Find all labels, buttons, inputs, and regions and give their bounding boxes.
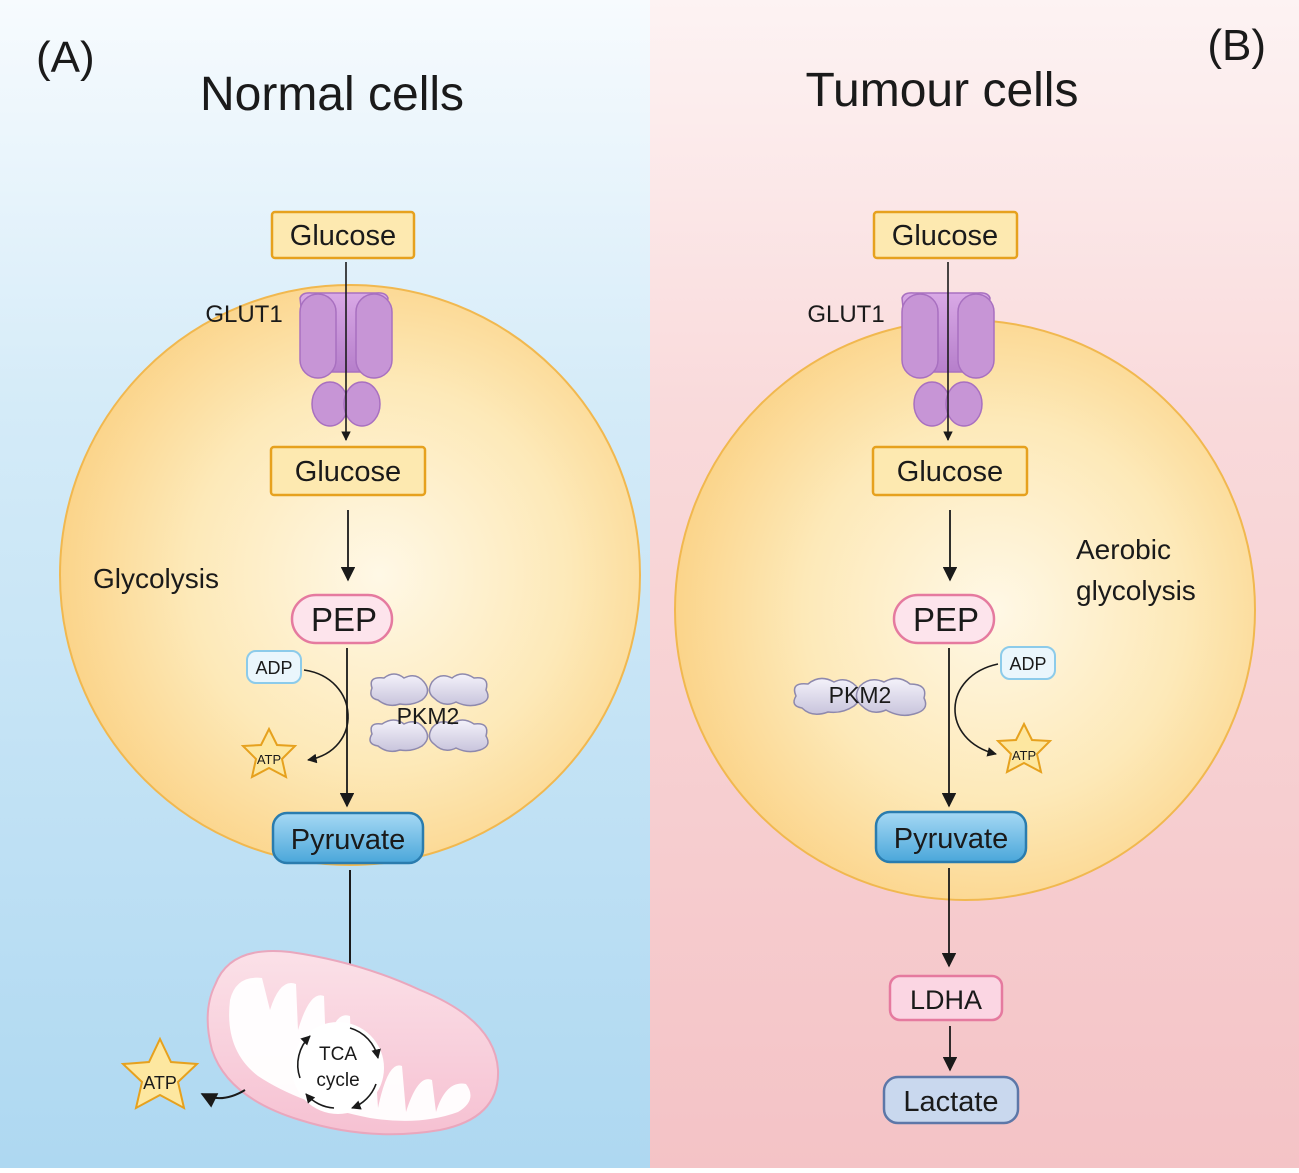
adp-b: ADP [1000, 646, 1056, 680]
glucose-outside-a: Glucose [270, 210, 416, 260]
tca-arrow-4 [305, 1093, 335, 1109]
glucose-outside-b: Glucose [872, 210, 1019, 260]
pkm2-tetramer: PKM2 [369, 673, 489, 753]
pkm2-b-label: PKM2 [829, 682, 892, 708]
arrow-mito-to-atp [200, 1089, 246, 1108]
panel-b-letter: (B) [1207, 21, 1266, 70]
panel-normal-cells: (A) Normal cells Glucose GLUT1 Glucose G… [0, 0, 650, 1168]
tca-line2: cycle [316, 1070, 359, 1091]
pyruvate-b: Pyruvate [874, 810, 1028, 864]
adp-a-label: ADP [255, 658, 292, 678]
glucose-outside-a-label: Glucose [290, 220, 396, 252]
atp-mito-label: ATP [143, 1073, 177, 1093]
tca-arrow-3 [351, 1083, 377, 1110]
pep-a-label: PEP [311, 601, 377, 638]
arrow-adp-to-atp-a [303, 669, 349, 764]
panel-a-letter: (A) [36, 33, 95, 82]
pyruvate-a: Pyruvate [271, 811, 425, 865]
pep-b: PEP [892, 593, 996, 645]
arrow-adp-to-atp-b [954, 663, 999, 757]
panel-tumour-cells: (B) Tumour cells Glucose GLUT1 Glucose A… [650, 0, 1299, 1168]
glut1-b-label: GLUT1 [807, 301, 884, 328]
atp-star-mito: ATP [120, 1036, 200, 1110]
glucose-inside-b-label: Glucose [897, 456, 1003, 488]
pkm2-a-label: PKM2 [397, 703, 460, 729]
ldha: LDHA [888, 974, 1004, 1022]
atp-b-label: ATP [1012, 748, 1036, 763]
pep-a: PEP [290, 593, 394, 645]
pyruvate-b-label: Pyruvate [894, 823, 1008, 855]
atp-star-a: ATP [240, 726, 298, 779]
panel-b-title: Tumour cells [806, 64, 1079, 117]
glycolysis-b-label: glycolysis [1076, 575, 1196, 606]
pkm2-dimer: PKM2 [793, 677, 927, 717]
mitochondrion: TCA cycle [206, 950, 500, 1136]
adp-a: ADP [246, 650, 302, 684]
lactate-label: Lactate [903, 1086, 998, 1118]
tca-arrow-2 [349, 1027, 381, 1059]
glucose-inside-a: Glucose [269, 445, 427, 497]
atp-a-label: ATP [257, 752, 281, 767]
glucose-inside-a-label: Glucose [295, 456, 401, 488]
glut1-a-label: GLUT1 [205, 301, 282, 328]
atp-star-b: ATP [995, 721, 1053, 774]
aerobic-label: Aerobic [1076, 534, 1171, 565]
ldha-label: LDHA [910, 985, 982, 1015]
pyruvate-a-label: Pyruvate [291, 824, 405, 856]
adp-b-label: ADP [1009, 654, 1046, 674]
glucose-outside-b-label: Glucose [892, 220, 998, 252]
glycolysis-label: Glycolysis [93, 563, 219, 594]
pep-b-label: PEP [913, 601, 979, 638]
glut1-transporter-b [901, 292, 995, 427]
tca-arrow-1 [296, 1035, 311, 1079]
glucose-inside-b: Glucose [871, 445, 1029, 497]
panel-a-title: Normal cells [200, 68, 464, 121]
glut1-transporter-a [299, 292, 393, 427]
lactate: Lactate [882, 1075, 1020, 1125]
tca-line1: TCA [319, 1044, 357, 1065]
tca-area [292, 1022, 384, 1114]
